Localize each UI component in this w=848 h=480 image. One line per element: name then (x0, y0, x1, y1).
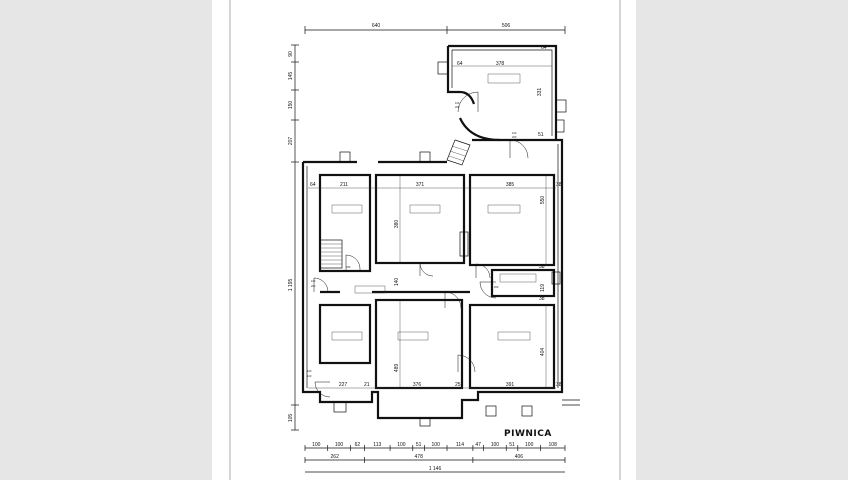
dim-left-1195: 1 195 (288, 279, 294, 292)
inner-label: 38 (556, 182, 562, 188)
door-arcs (313, 91, 529, 398)
staircase (319, 139, 471, 269)
dim-left-105: 105 (288, 414, 294, 423)
inner-label: 64 (541, 45, 547, 51)
dim-bottom-row1-label: 113 (373, 442, 381, 448)
dim-left-145: 145 (288, 72, 294, 81)
drawing-title: PIWNICA (504, 429, 552, 439)
dim-bottom-row1-label: 47 (475, 442, 481, 448)
dim-top-640: 640 (372, 23, 381, 29)
inner-label: 378 (496, 61, 505, 67)
dim-bottom-row2-label: 262 (331, 454, 340, 460)
inner-label: 64 (457, 61, 463, 67)
inner-label: 331 (537, 88, 543, 97)
inner-label: 404 (540, 348, 546, 357)
inner-label: 211 (340, 182, 348, 188)
dim-bottom-row1-label: 51 (509, 442, 515, 448)
room-tags (331, 73, 537, 341)
terrain-line (562, 399, 580, 406)
dim-bottom-row1-label: 51 (416, 442, 422, 448)
bottom-row2: 262 478 406 (331, 454, 524, 460)
inner-label: 376 (413, 382, 422, 388)
inner-label: 100 (455, 101, 460, 105)
inner-label: 21 (364, 382, 370, 388)
dim-left-90: 90 (288, 51, 294, 57)
inner-label: 371 (416, 182, 425, 188)
bottom-row1: 100 100 62 113 100 51 100 114 47 100 51 100 108 (312, 442, 557, 448)
dim-bottom-row1-label: 100 (312, 442, 321, 448)
inner-label: 200 (346, 265, 351, 269)
dim-bottom-row1-label: 100 (335, 442, 344, 448)
inner-label: 227 (339, 382, 348, 388)
inner-label: 385 (506, 182, 515, 188)
dim-bottom-row1-label: 62 (355, 442, 361, 448)
dim-bottom-row1-label: 100 (491, 442, 500, 448)
inner-label: 25 (455, 382, 461, 388)
inner-label: 550 (540, 196, 546, 205)
dim-bottom-row1-label: 114 (456, 442, 464, 448)
inner-label: 51 (538, 132, 544, 138)
dim-left-207: 207 (288, 137, 294, 146)
dim-bottom-row1-label: 108 (549, 442, 558, 448)
inner-label: 100 (307, 369, 312, 373)
dim-bottom-row1-label: 100 (525, 442, 534, 448)
inner-label: 119 (540, 284, 546, 292)
inner-label: 38 (539, 264, 545, 270)
inner-label: 200 (311, 284, 316, 288)
dim-bottom-row2-label: 478 (415, 454, 424, 460)
inner-label: 391 (506, 382, 515, 388)
interior-walls (318, 90, 556, 390)
inner-label: 64 (310, 182, 316, 188)
bottom-dimension-lines (304, 445, 566, 473)
dim-bottom-total: 1 146 (429, 466, 442, 472)
inner-dimension-lines (308, 65, 556, 389)
dim-bottom-row1-label: 100 (432, 442, 441, 448)
inner-label: 200 (494, 285, 499, 289)
inner-label: 489 (394, 364, 400, 373)
dim-top-506: 506 (502, 23, 511, 29)
inner-label: 38 (539, 296, 545, 302)
inner-label: 380 (394, 220, 400, 229)
windows (333, 61, 567, 427)
inner-label: 140 (394, 278, 400, 287)
top-dimension-line (304, 26, 566, 34)
dim-bottom-row1-label: 100 (397, 442, 406, 448)
inner-label: 200 (455, 105, 460, 109)
inner-label: 200 (512, 135, 517, 139)
inner-label: 100 (311, 279, 316, 283)
dim-bottom-row2-label: 406 (515, 454, 524, 460)
left-dimension-line (291, 44, 299, 431)
inner-label: 100 (512, 131, 517, 135)
dim-left-150: 150 (288, 101, 294, 110)
inner-label: 120 (307, 374, 312, 378)
inner-label: 38 (556, 382, 562, 388)
